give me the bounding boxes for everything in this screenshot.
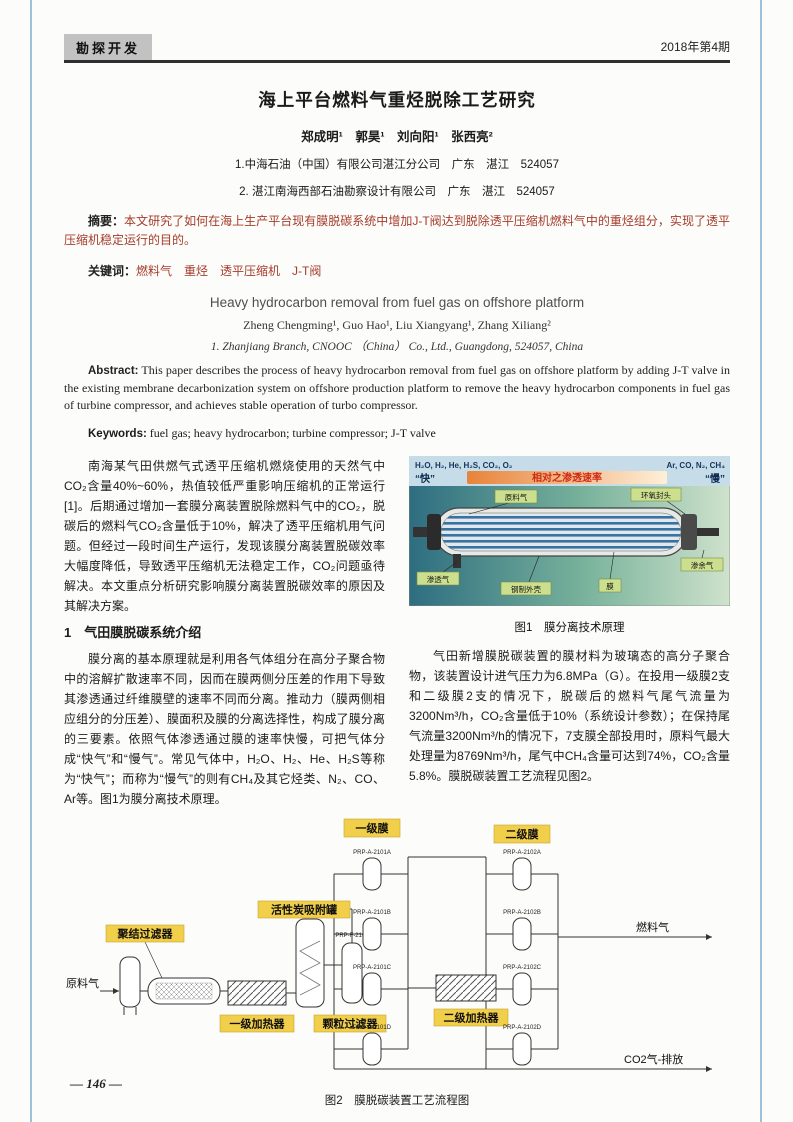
coalescer-label: 聚结过滤器 — [117, 927, 174, 941]
particle-filter-label: 颗粒过滤器 — [323, 1017, 379, 1031]
keywords-cn-label: 关键词： — [88, 264, 137, 278]
vessel-tag: PRP-A-2102D — [503, 1025, 542, 1031]
second-stage-heater — [435, 974, 497, 1002]
figure2-svg: 原料气 聚结过滤器 一级加热器 — [66, 818, 712, 1072]
residue-gas-label: 渗余气 — [691, 560, 714, 570]
abstract-cn: 摘要：本文研究了如何在海上生产平台现有膜脱碳系统中增加J-T阀达到脱除透平压缩机… — [64, 212, 730, 250]
heater2-label-box — [433, 1008, 509, 1027]
abstract-en-text: This paper describes the process of heav… — [64, 363, 730, 412]
affiliation-2: 2. 湛江南海西部石油勘察设计有限公司 广东 湛江 524057 — [239, 186, 555, 198]
stage1-label-box — [343, 818, 401, 838]
permeation-rate-label: 相对之渗透速率 — [532, 471, 602, 484]
keywords-cn-text: 燃料气 重烃 透平压缩机 J-T阀 — [136, 264, 322, 278]
body-paragraph-2: 膜分离的基本原理就是利用各气体组分在高分子聚合物中的溶解扩散速率不同，因而在膜两… — [64, 652, 385, 806]
authors-cn: 郑成明¹ 郭昊¹ 刘向阳¹ 张西亮² — [301, 130, 493, 144]
affiliation-1: 1.中海石油（中国）有限公司湛江分公司 广东 湛江 524057 — [235, 159, 559, 171]
stage1-membrane-vessels — [362, 857, 382, 1066]
affiliation-en: 1. Zhanjiang Branch, CNOOC （China） Co., … — [210, 341, 584, 353]
co2-vent-text: CO2气-排放 — [624, 1052, 683, 1066]
journal-section-badge: 勘探开发 — [64, 34, 153, 60]
particle-filter — [341, 942, 363, 1004]
journal-header: 勘探开发 2018年第4期 — [64, 34, 730, 63]
stage2-label-box — [493, 824, 551, 844]
page-content: 勘探开发 2018年第4期 海上平台燃料气重烃脱除工艺研究 郑成明¹ 郭昊¹ 刘… — [64, 0, 731, 1108]
steel-shell-label: 钢制外壳 — [511, 584, 541, 594]
permeate-gas-label: 渗透气 — [427, 574, 450, 584]
right-column: H₂O, H₂, He, H₂S, CO₂, O₂ Ar, CO, N₂, CH… — [408, 455, 731, 809]
heater1-label-box — [219, 1014, 295, 1033]
slow-label: “慢” — [705, 472, 725, 485]
carbon-tank-label: 活性炭吸附罐 — [271, 903, 337, 917]
page-border-right — [760, 0, 762, 1122]
fast-label: “快” — [415, 472, 435, 485]
keywords-en-text: fuel gas; heavy hydrocarbon; turbine com… — [149, 426, 436, 440]
figure2-flow-diagram: 原料气 聚结过滤器 一级加热器 — [64, 817, 730, 1108]
slow-gases-list: Ar, CO, N₂, CH₄ — [667, 461, 726, 470]
abstract-cn-text: 本文研究了如何在海上生产平台现有膜脱碳系统中增加J-T阀达到脱除透平压缩机燃料气… — [64, 214, 730, 247]
epoxy-head-label: 环氧封头 — [641, 490, 671, 500]
figure1-caption: 图1 膜分离技术原理 — [514, 622, 625, 634]
body-paragraph-1: 南海某气田供燃气式透平压缩机燃烧使用的天然气中CO₂含量40%~60%，热值较低… — [64, 459, 385, 613]
authors-en: Zheng Chengming¹, Guo Hao¹, Liu Xiangyan… — [243, 318, 551, 332]
particle-filter-label-box — [313, 1014, 387, 1033]
heater2-label: 二级加热器 — [444, 1011, 500, 1025]
vessel-tag: PRP-A-2101B — [353, 910, 391, 916]
particle-filter-tag: PRP-F-2103 — [335, 933, 369, 939]
keywords-en-label: Keywords: — [88, 428, 147, 440]
vessel-tag: PRP-A-2101D — [353, 1025, 392, 1031]
feed-gas-text: 原料气 — [66, 976, 99, 990]
figure2-caption: 图2 膜脱碳装置工艺流程图 — [324, 1095, 470, 1107]
keywords-en: Keywords: fuel gas; heavy hydrocarbon; t… — [64, 426, 730, 441]
left-column: 南海某气田供燃气式透平压缩机燃烧使用的天然气中CO₂含量40%~60%，热值较低… — [64, 456, 385, 809]
stage1-label: 一级膜 — [356, 821, 389, 835]
two-column-body: 南海某气田供燃气式透平压缩机燃烧使用的天然气中CO₂含量40%~60%，热值较低… — [64, 455, 731, 809]
section-heading-1: 1 气田膜脱碳系统介绍 — [64, 625, 202, 640]
page-number: — 146 — — [70, 1076, 122, 1091]
paper-title-en: Heavy hydrocarbon removal from fuel gas … — [209, 295, 585, 310]
issue-label: 2018年第4期 — [660, 40, 730, 54]
vessel-tag: PRP-A-2102B — [503, 910, 541, 916]
paper-title-cn: 海上平台燃料气重烃脱除工艺研究 — [258, 90, 536, 110]
body-paragraph-3: 气田新增膜脱碳装置的膜材料为玻璃态的高分子聚合物，该装置设计进气压力为6.8MP… — [409, 649, 730, 783]
membrane-label: 膜 — [606, 581, 614, 591]
carbon-tank-label-box — [257, 900, 351, 919]
vessel-tag: PRP-A-2101A — [353, 850, 391, 856]
stage2-membrane-vessels — [512, 857, 532, 1066]
permeation-rate-bar — [467, 471, 667, 484]
vessel-tag: PRP-A-2102A — [503, 850, 541, 856]
inlet-drum — [119, 956, 141, 1015]
figure1-callouts: 原料气 环氧封头 渗透气 钢制外壳 膜 — [416, 487, 724, 596]
membrane-module-drawing — [413, 507, 719, 568]
feed-gas-label: 原料气 — [505, 492, 528, 502]
fast-gases-list: H₂O, H₂, He, H₂S, CO₂, O₂ — [415, 461, 513, 470]
coalescing-filter — [147, 977, 221, 1005]
page-border-left — [30, 0, 32, 1122]
heater1-label: 一级加热器 — [230, 1017, 286, 1031]
stage2-label: 二级膜 — [506, 827, 539, 841]
coalescer-label-box — [105, 924, 185, 943]
activated-carbon-tank — [295, 918, 325, 1008]
process-piping — [100, 856, 712, 1072]
abstract-en: Abstract: This paper describes the proce… — [64, 362, 730, 414]
abstract-en-label: Abstract: — [88, 365, 139, 377]
vessel-tag: PRP-A-2102C — [503, 965, 542, 971]
first-stage-heater — [227, 980, 287, 1006]
abstract-cn-label: 摘要： — [88, 214, 125, 228]
figure1-membrane-principle: H₂O, H₂, He, H₂S, CO₂, O₂ Ar, CO, N₂, CH… — [408, 455, 731, 607]
fuel-gas-text: 燃料气 — [636, 920, 669, 934]
keywords-cn: 关键词：燃料气 重烃 透平压缩机 J-T阀 — [64, 262, 730, 281]
vessel-tag: PRP-A-2101C — [353, 965, 392, 971]
